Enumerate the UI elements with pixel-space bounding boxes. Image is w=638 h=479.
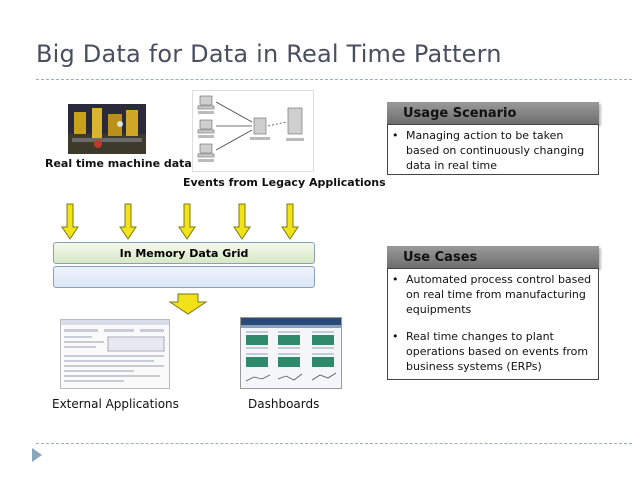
machine-photo: [68, 104, 146, 154]
legacy-network-diagram: [192, 90, 314, 172]
dashboard-screenshot: [240, 317, 342, 389]
legacy-apps-label: Events from Legacy Applications: [183, 176, 386, 189]
down-arrow-icon: [281, 203, 299, 240]
external-apps-label: External Applications: [52, 397, 179, 411]
use-case-bullet-text: Automated process control based on real …: [406, 273, 592, 316]
use-cases-body: •Automated process control based on real…: [387, 268, 599, 380]
down-arrow-icon: [119, 203, 137, 240]
list-item: •Automated process control based on real…: [392, 273, 592, 316]
down-arrow-icon: [168, 293, 208, 315]
title-divider: [36, 79, 632, 80]
input-arrows: [61, 203, 299, 240]
usage-bullet-text: Managing action to be taken based on con…: [406, 129, 585, 172]
list-item: •Managing action to be taken based on co…: [392, 128, 592, 173]
list-item: •Real time changes to plant operations b…: [392, 329, 592, 374]
footer-divider: [36, 443, 632, 444]
data-grid-label: In Memory Data Grid: [119, 247, 249, 260]
dashboards-label: Dashboards: [248, 397, 320, 411]
play-triangle-icon: [32, 448, 42, 462]
slide-title: Big Data for Data in Real Time Pattern: [36, 40, 502, 68]
data-grid-bottom-bar: [53, 266, 315, 288]
use-cases-header: Use Cases: [387, 246, 599, 268]
down-arrow-icon: [233, 203, 251, 240]
external-app-screenshot: [60, 319, 170, 389]
use-case-bullet-text: Real time changes to plant operations ba…: [406, 330, 589, 373]
usage-scenario-header: Usage Scenario: [387, 102, 599, 124]
down-arrow-icon: [61, 203, 79, 240]
usage-scenario-body: •Managing action to be taken based on co…: [387, 124, 599, 175]
down-arrow-icon: [178, 203, 196, 240]
data-grid-top-bar: In Memory Data Grid: [53, 242, 315, 264]
machine-data-label: Real time machine data: [45, 157, 192, 170]
pc-icon: [197, 95, 303, 158]
